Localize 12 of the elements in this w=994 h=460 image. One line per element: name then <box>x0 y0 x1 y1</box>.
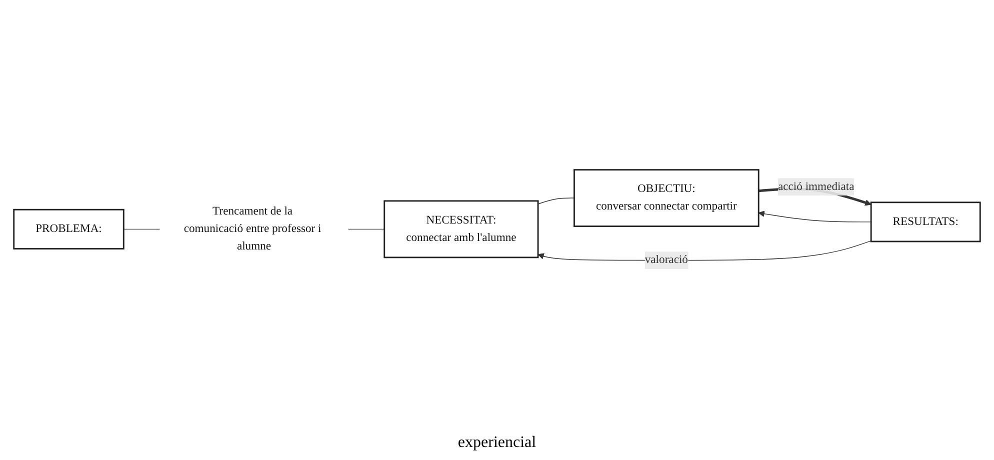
note-label: experiencial <box>458 434 536 452</box>
node-box: RESULTATS: <box>870 201 981 242</box>
connector <box>123 228 160 230</box>
edge-label: valoració <box>644 253 688 266</box>
edge-label: acció immediata <box>778 180 854 192</box>
node-box: NECESSITAT: connectar amb l'alumne <box>384 200 539 258</box>
connector <box>348 228 385 230</box>
arrow <box>758 210 872 222</box>
connector <box>538 197 575 204</box>
node-text: Trencament de la comunicació entre professor i alumne <box>184 204 322 252</box>
node-box: OBJECTIU: conversar connectar compartir <box>574 168 760 227</box>
node-box: PROBLEMA: <box>13 208 124 250</box>
